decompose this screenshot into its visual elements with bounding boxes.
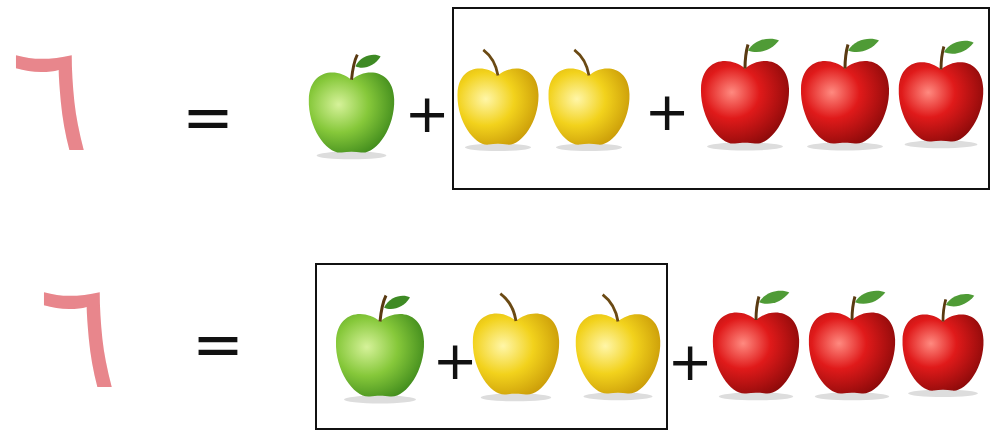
group-box: + (452, 7, 990, 190)
arabic-numeral: ٦ (10, 23, 91, 173)
plus-sign: + (644, 85, 689, 139)
plus-sign: + (404, 87, 449, 141)
equals-sign: = (192, 314, 244, 376)
equals-sign: = (182, 87, 234, 149)
group-box: + (315, 263, 668, 430)
plus-sign: + (432, 334, 477, 388)
plus-sign: + (667, 335, 712, 389)
arabic-numeral: ٦ (38, 260, 119, 410)
